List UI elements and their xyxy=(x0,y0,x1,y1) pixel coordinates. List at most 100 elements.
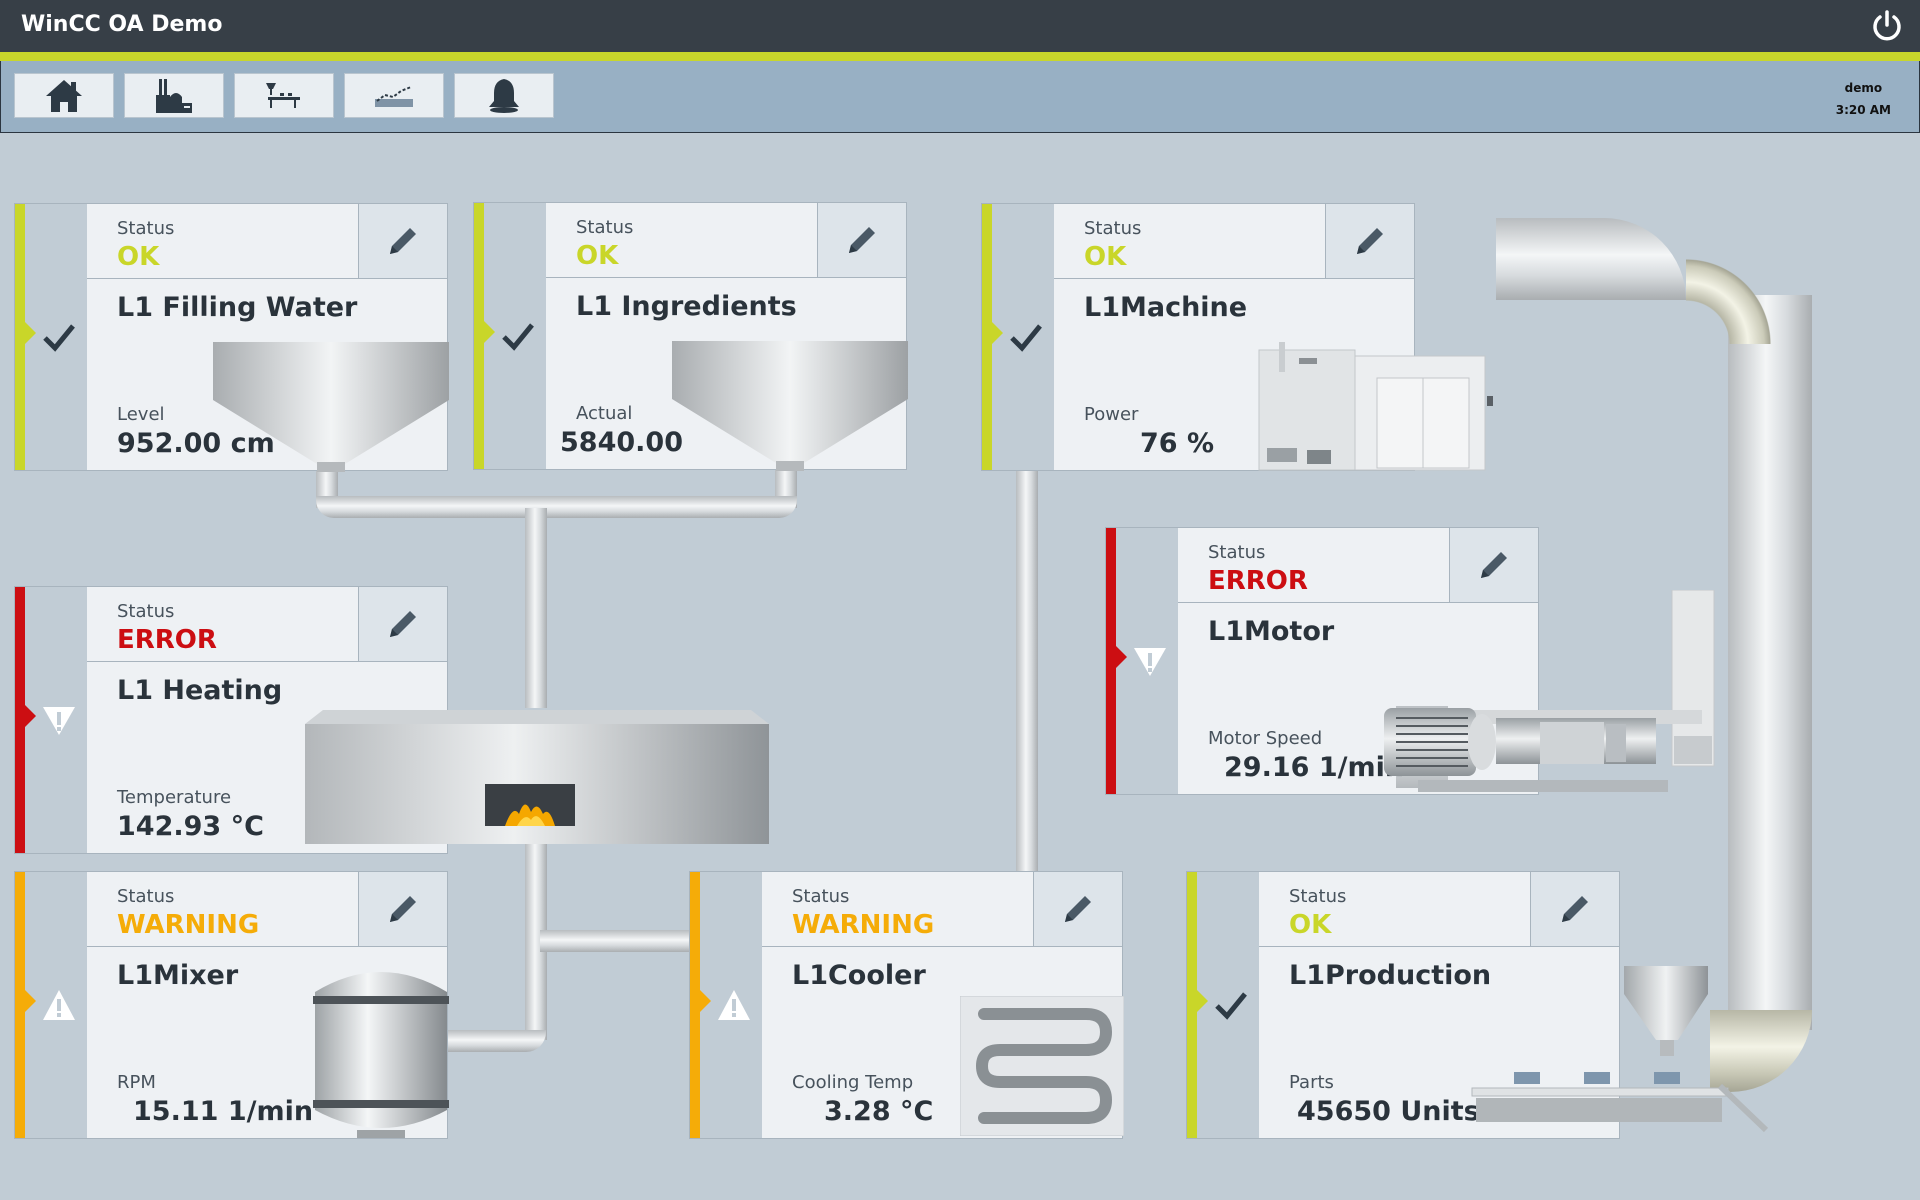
edit-button[interactable] xyxy=(358,204,447,278)
status-notch xyxy=(992,322,1003,344)
edit-button[interactable] xyxy=(1449,528,1538,602)
status-notch xyxy=(25,990,36,1012)
warning-icon xyxy=(43,990,75,1020)
status-notch xyxy=(484,321,495,343)
edit-button[interactable] xyxy=(358,587,447,661)
hopper-image xyxy=(672,341,908,471)
machine-image xyxy=(1258,342,1493,471)
metric-label: Parts xyxy=(1289,1072,1334,1093)
pipe-segment xyxy=(446,1030,546,1052)
status-stripe xyxy=(15,587,25,853)
status-value: WARNING xyxy=(792,910,935,940)
status-notch xyxy=(25,705,36,727)
panel-name: L1 Ingredients xyxy=(576,291,797,322)
pencil-icon xyxy=(1562,896,1588,922)
metric-label: Power xyxy=(1084,404,1139,425)
status-stripe xyxy=(690,872,700,1138)
status-stripe xyxy=(1187,872,1197,1138)
status-value: OK xyxy=(1289,910,1332,940)
conveyor-button[interactable] xyxy=(234,73,334,118)
status-header: Status WARNING xyxy=(762,872,1122,947)
edit-button[interactable] xyxy=(358,872,447,946)
status-notch xyxy=(1116,646,1127,668)
pencil-icon xyxy=(1357,228,1383,254)
power-icon[interactable] xyxy=(1870,9,1904,43)
pipe-segment xyxy=(1016,470,1038,872)
panel-name: L1Motor xyxy=(1208,616,1335,647)
metric-value: 15.11 1/min xyxy=(133,1096,314,1127)
panel-name: L1Mixer xyxy=(117,960,239,991)
plant-icon xyxy=(156,78,192,113)
status-value: OK xyxy=(117,242,160,272)
panel-name: L1Machine xyxy=(1084,292,1248,323)
edit-button[interactable] xyxy=(1530,872,1619,946)
metric-unit: % xyxy=(1186,428,1215,459)
pipe-segment xyxy=(540,930,690,952)
edit-button[interactable] xyxy=(1033,872,1122,946)
status-stripe xyxy=(15,872,25,1138)
metric-label: Cooling Temp xyxy=(792,1072,914,1093)
trend-icon xyxy=(375,85,413,107)
pipe-segment xyxy=(1728,295,1812,1030)
status-header: Status OK xyxy=(546,203,906,278)
user-info: demo 3:20 AM xyxy=(1836,77,1891,121)
check-icon xyxy=(1010,324,1042,352)
metric-unit: °C xyxy=(230,811,264,842)
home-button[interactable] xyxy=(14,73,114,118)
trend-button[interactable] xyxy=(344,73,444,118)
status-header: Status ERROR xyxy=(1178,528,1538,603)
status-notch xyxy=(1197,990,1208,1012)
status-value: OK xyxy=(1084,242,1127,272)
alarms-button[interactable] xyxy=(454,73,554,118)
metric-value: 3.28 °C xyxy=(824,1096,934,1127)
edit-button[interactable] xyxy=(817,203,906,277)
pipe-segment xyxy=(1496,218,1686,300)
pipe-segment xyxy=(525,508,547,708)
bell-icon xyxy=(489,78,519,113)
metric-label: Actual xyxy=(576,403,633,424)
status-notch xyxy=(25,322,36,344)
status-header: Status ERROR xyxy=(87,587,447,662)
conveyor-icon xyxy=(266,82,300,108)
metric-value: 45650 Units xyxy=(1297,1096,1480,1127)
pipe-segment xyxy=(316,496,797,518)
metric-value: 5840.00 xyxy=(560,427,683,458)
metric-label: Motor Speed xyxy=(1208,728,1323,749)
pipe-elbow xyxy=(1686,218,1812,344)
panel-mixer: Status WARNING L1Mixer RPM 15.11 1/min xyxy=(14,871,449,1139)
mixer-tank-image xyxy=(313,972,449,1138)
metric-value: 952.00 cm xyxy=(117,428,275,459)
title-bar: WinCC OA Demo xyxy=(0,0,1920,52)
check-icon xyxy=(1215,992,1247,1020)
status-label: Status xyxy=(1084,218,1142,239)
metric-value: 29.16 1/min xyxy=(1224,752,1405,783)
status-header: Status OK xyxy=(1259,872,1619,947)
status-label: Status xyxy=(1208,542,1266,563)
status-label: Status xyxy=(576,217,634,238)
cooler-coil-image xyxy=(960,996,1124,1136)
app-title: WinCC OA Demo xyxy=(21,12,223,37)
home-icon xyxy=(46,79,82,112)
edit-button[interactable] xyxy=(1325,204,1414,278)
conveyor-image xyxy=(1471,966,1769,1133)
pencil-icon xyxy=(390,896,416,922)
status-value: ERROR xyxy=(117,625,217,655)
motor-image xyxy=(1384,590,1715,792)
accent-bar xyxy=(0,52,1920,61)
status-label: Status xyxy=(117,218,175,239)
metric-label: RPM xyxy=(117,1072,156,1093)
panel-filling-water: Status OK L1 Filling Water Level 952.00 … xyxy=(14,203,449,472)
warning-icon xyxy=(718,990,750,1020)
check-icon xyxy=(43,324,75,352)
status-stripe xyxy=(1106,528,1116,794)
panel-name: L1Cooler xyxy=(792,960,926,991)
error-icon xyxy=(1134,648,1166,676)
check-icon xyxy=(502,323,534,351)
plant-button[interactable] xyxy=(124,73,224,118)
pencil-icon xyxy=(1481,552,1507,578)
panel-machine: Status OK L1Machine Power 76 % xyxy=(981,203,1493,471)
metric-unit: 1/min xyxy=(227,1096,314,1127)
user-name: demo xyxy=(1844,81,1883,95)
pencil-icon xyxy=(390,228,416,254)
hopper-image xyxy=(213,342,449,472)
